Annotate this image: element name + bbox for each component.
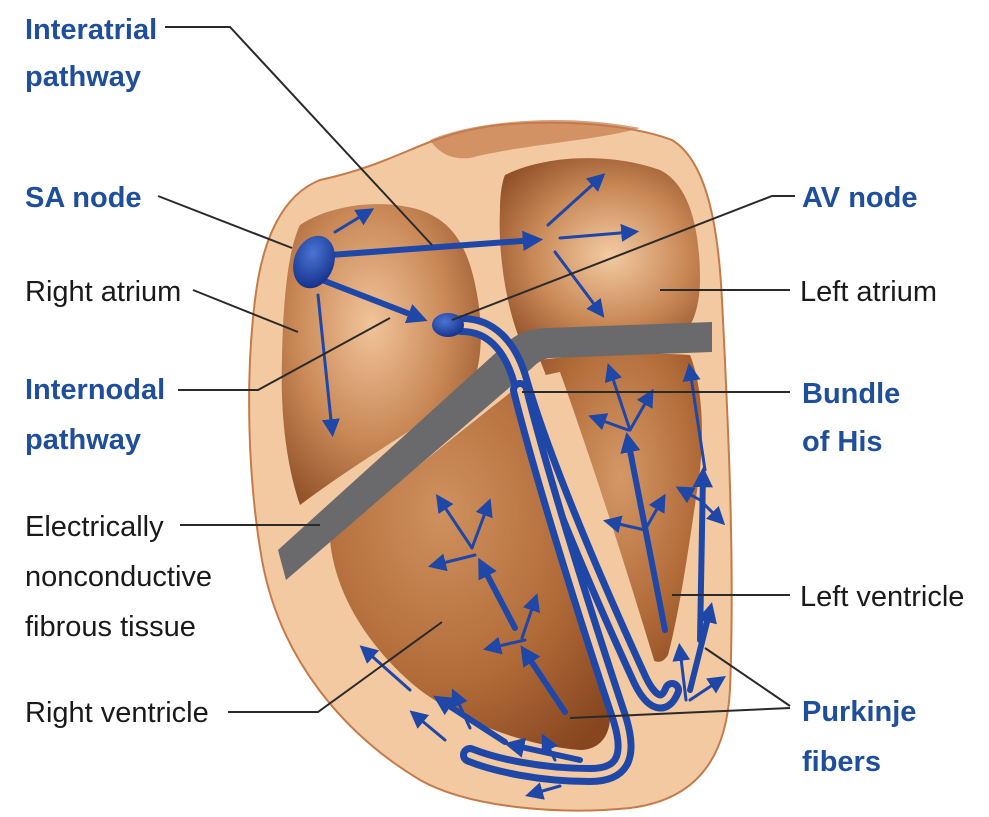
label-fibrous-tissue-1: Electrically [25, 511, 164, 543]
label-left-atrium: Left atrium [800, 276, 937, 308]
label-bundle-of-his-2: of His [802, 426, 883, 458]
label-left-ventricle: Left ventricle [800, 581, 964, 613]
label-fibrous-tissue-2: nonconductive [25, 561, 212, 593]
label-right-atrium: Right atrium [25, 276, 181, 308]
label-fibrous-tissue-3: fibrous tissue [25, 611, 196, 643]
label-internodal-pathway-2: pathway [25, 424, 141, 456]
left-atrium-chamber [500, 158, 700, 335]
label-interatrial-pathway-2: pathway [25, 61, 141, 93]
label-interatrial-pathway-1: Interatrial [25, 14, 157, 46]
label-purkinje-fibers-1: Purkinje [802, 696, 916, 728]
label-av-node: AV node [802, 182, 917, 214]
label-bundle-of-his-1: Bundle [802, 378, 900, 410]
label-sa-node: SA node [25, 182, 142, 214]
label-purkinje-fibers-2: fibers [802, 746, 881, 778]
label-internodal-pathway-1: Internodal [25, 374, 165, 406]
label-right-ventricle: Right ventricle [25, 697, 209, 729]
